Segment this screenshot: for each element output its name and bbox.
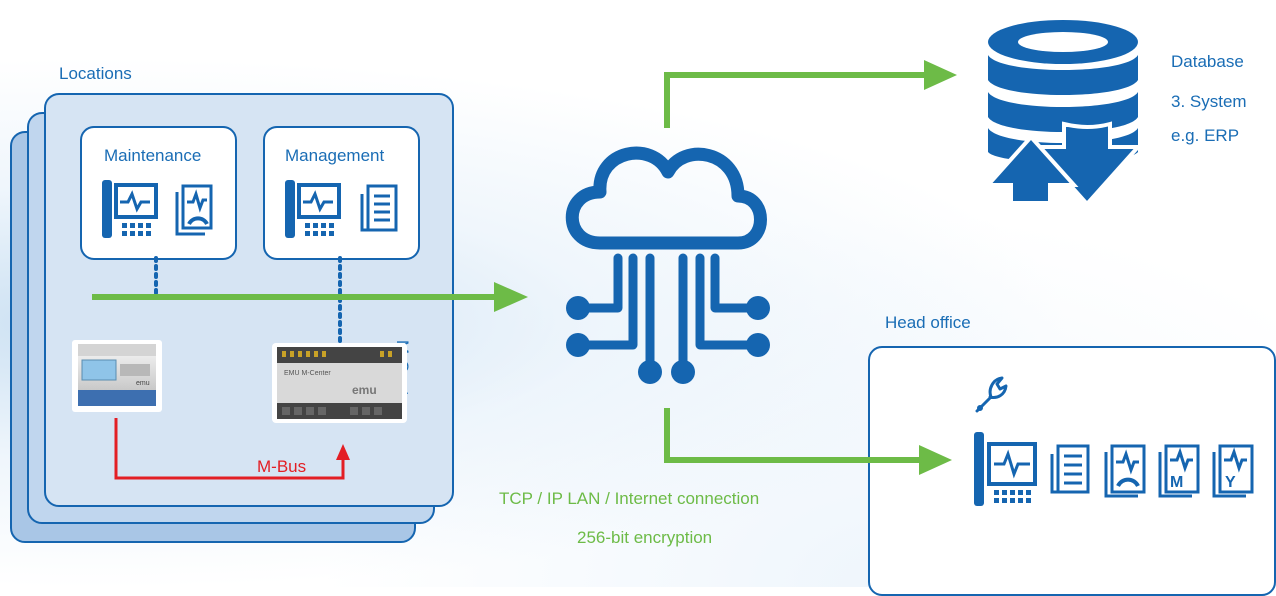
wrench-icon: [975, 376, 1008, 413]
cloud-to-database-arrow: [664, 60, 957, 128]
database-label-3: e.g. ERP: [1171, 126, 1240, 145]
cloud-to-head-office-arrow: [664, 408, 952, 475]
encryption-label: 256-bit encryption: [577, 528, 713, 547]
management-report-icon: [360, 184, 398, 232]
cloud-network-icon: [565, 146, 770, 384]
monthly-chart-icon: [1158, 444, 1200, 498]
yearly-chart-icon: [1212, 444, 1254, 498]
head-office-terminal-icon: [974, 432, 1037, 506]
connection-label: TCP / IP LAN / Internet connection: [499, 489, 760, 508]
management-terminal-icon: [285, 180, 341, 238]
head-office-box: [868, 346, 1276, 596]
management-label: Management: [285, 146, 385, 165]
database-label-2: 3. System: [1171, 92, 1247, 111]
head-office-gauge-icon: [1104, 444, 1146, 498]
energy-meter-brand: emu: [136, 380, 150, 387]
monthly-badge: M: [1170, 474, 1183, 491]
m-center-device-title: EMU M-Center: [284, 370, 331, 377]
database-icon: [983, 20, 1143, 207]
head-office-label: Head office: [885, 313, 971, 332]
maintenance-label: Maintenance: [104, 146, 202, 165]
m-bus-connector: [114, 418, 350, 480]
m-center-device: [272, 343, 407, 423]
database-label-1: Database: [1171, 52, 1244, 71]
m-bus-label: M-Bus: [257, 457, 307, 476]
head-office-report-icon: [1050, 444, 1090, 494]
maintenance-terminal-icon: [102, 180, 158, 238]
energy-meter-device: [72, 340, 162, 412]
maintenance-gauge-icon: [175, 184, 213, 236]
m-center-device-brand: emu: [352, 383, 377, 397]
locations-label: Locations: [59, 64, 132, 83]
location-to-cloud-arrow: [92, 282, 528, 312]
yearly-badge: Y: [1225, 474, 1236, 491]
